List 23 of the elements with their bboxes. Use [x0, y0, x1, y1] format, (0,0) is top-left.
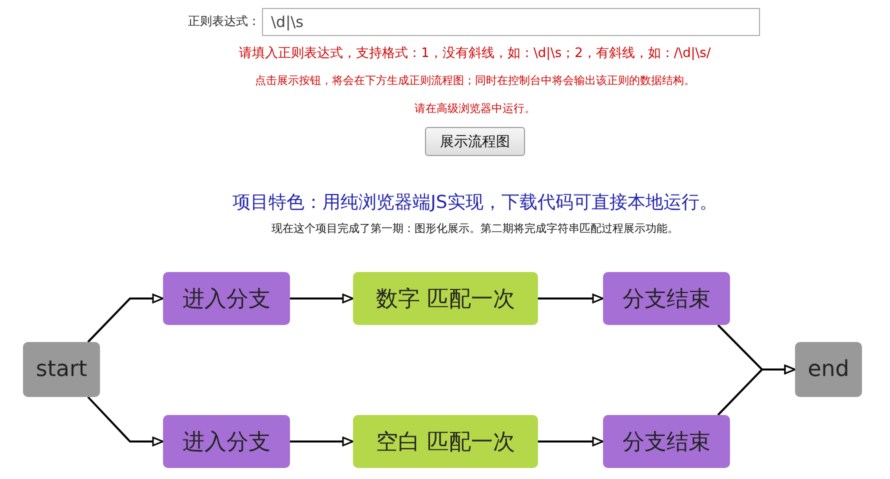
status-text: 现在这个项目完成了第一期：图形化展示。第二期将完成字符串匹配过程展示功能。 — [270, 221, 680, 237]
hint-text: 点击展示按钮，将会在下方生成正则流程图；同时在控制台中将会输出该正则的数据结构。 — [254, 73, 696, 89]
arrow — [87, 294, 164, 343]
process-box: 进入分支 — [163, 415, 290, 468]
description-text: 项目特色：用纯浏览器端JS实现，下载代码可直接本地运行。 — [232, 191, 718, 215]
arrow — [290, 436, 354, 446]
input-field: \d|\s — [262, 8, 760, 36]
show-button: 展示流程图 — [425, 127, 525, 156]
end-node: end — [795, 342, 862, 397]
process-box: 进入分支 — [163, 272, 290, 325]
hint-text: 请填入正则表达式，支持格式：1，没有斜线，如：\d|\s；2，有斜线，如：/\d|\s/ — [238, 45, 712, 63]
start-node: start — [23, 342, 100, 397]
process-box: 分支结束 — [603, 415, 730, 468]
arrow — [87, 396, 164, 446]
process-box: 空白 匹配一次 — [353, 415, 538, 468]
process-box: 数字 匹配一次 — [353, 272, 538, 325]
arrow — [290, 294, 354, 304]
arrow — [538, 436, 604, 446]
process-box: 分支结束 — [603, 272, 730, 325]
label-text: 正则表达式： — [187, 13, 260, 30]
arrow — [538, 294, 604, 304]
note-text: 请在高级浏览器中运行。 — [414, 101, 536, 117]
arrow — [717, 364, 796, 416]
